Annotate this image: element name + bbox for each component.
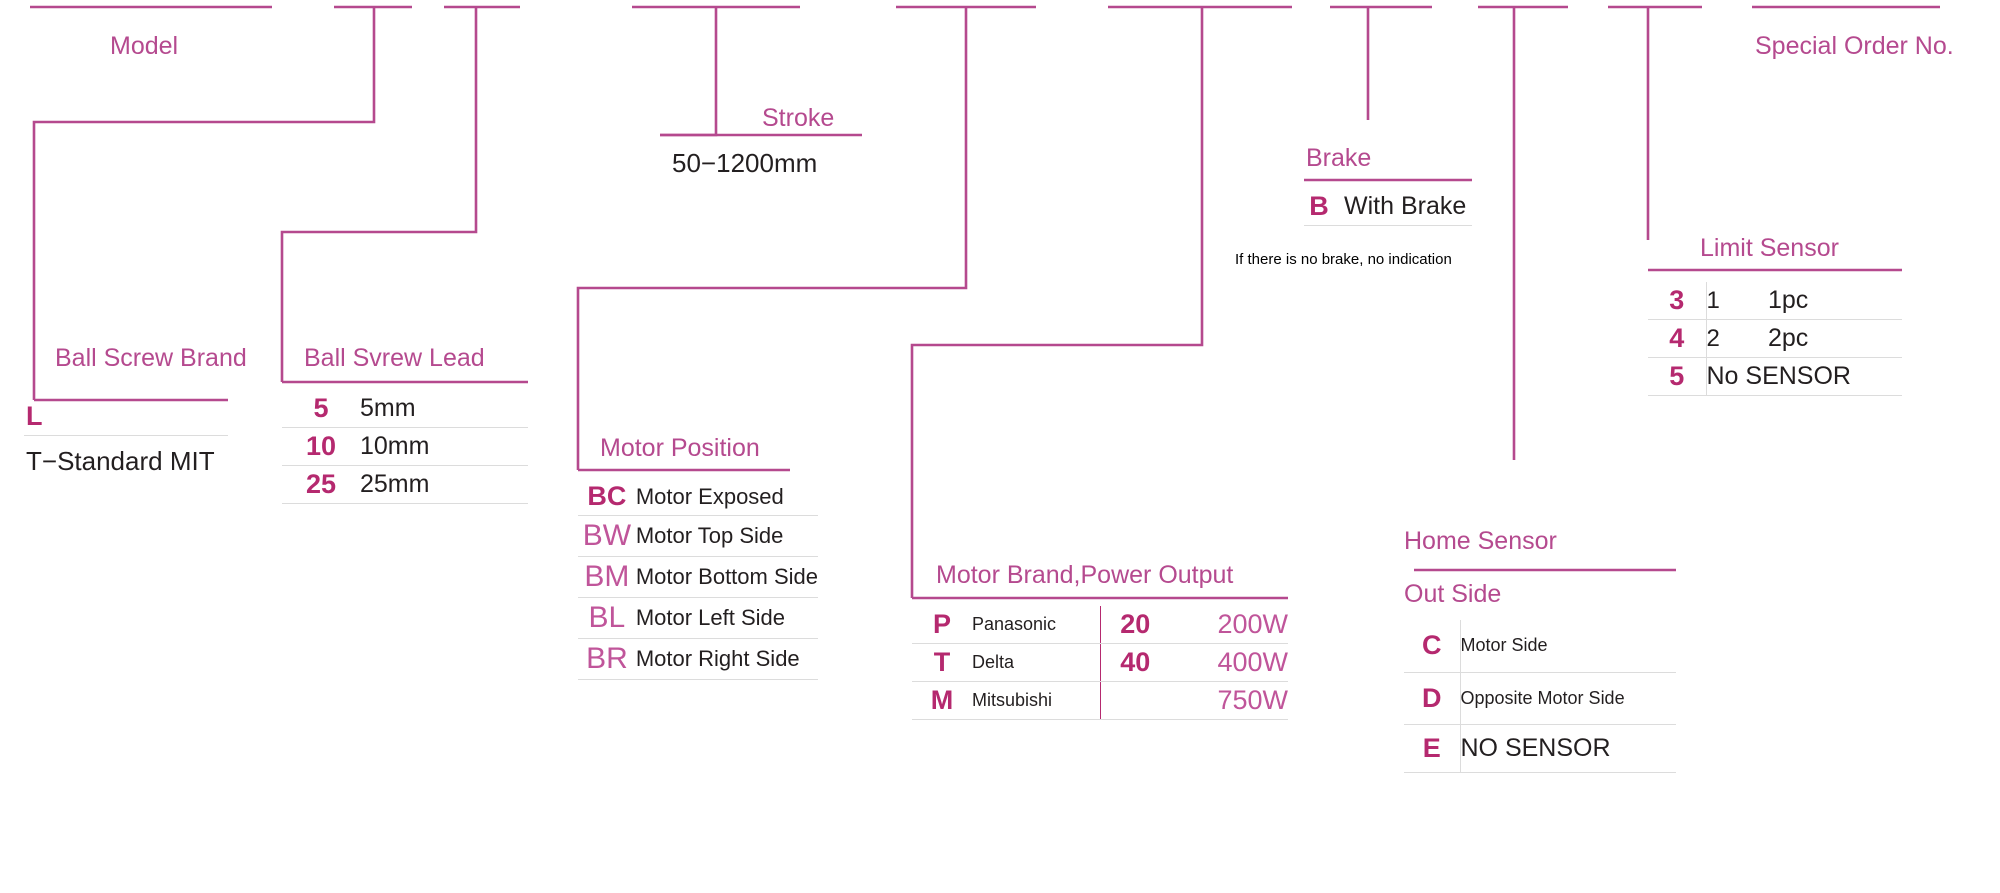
brand-code: M [912, 681, 972, 720]
option-code: BC [578, 478, 636, 516]
table-row[interactable]: BC Motor Exposed [578, 478, 818, 516]
option-code: B [1304, 188, 1334, 226]
brake-table: B With Brake [1304, 188, 1472, 226]
ball-screw-brand-value: T−Standard MIT [26, 446, 215, 476]
table-row[interactable]: 5 5mm [282, 390, 528, 428]
table-row[interactable]: BL Motor Left Side [578, 597, 818, 639]
stroke-value: 50−1200mm [672, 148, 818, 178]
label-ball-screw-brand: Ball Screw Brand [55, 344, 247, 372]
table-row[interactable]: T Delta 40 400W [912, 643, 1288, 682]
power-code [1099, 681, 1170, 720]
option-desc: 5mm [360, 390, 528, 428]
option-desc: 10mm [360, 427, 528, 466]
label-model: Model [110, 32, 179, 60]
limit-sensor-table: 3 1 1pc 4 2 2pc 5 No SENSOR [1648, 282, 1902, 396]
ball-screw-lead-rows: 5 5mm 10 10mm 25 25mm [282, 390, 528, 504]
brand-name: Mitsubishi [972, 681, 1100, 720]
table-row[interactable]: E NO SENSOR [1404, 724, 1676, 773]
option-desc: Motor Exposed [635, 478, 818, 516]
option-desc: 1pc [1768, 282, 1902, 320]
table-row[interactable]: L [24, 398, 228, 436]
option-code: 3 [1648, 282, 1706, 320]
ball-screw-lead-table: 5 5mm 10 10mm 25 25mm [282, 390, 528, 504]
label-home-sensor-out-side: Out Side [1404, 580, 1502, 608]
motor-brand-power-rows: P Panasonic 20 200W T Delta 40 400W M Mi… [912, 606, 1288, 720]
table-row[interactable]: 5 No SENSOR [1648, 357, 1902, 396]
option-code: 25 [282, 465, 360, 504]
option-desc: Motor Bottom Side [635, 556, 818, 598]
label-special-order-no: Special Order No. [1755, 32, 1954, 60]
label-motor-position: Motor Position [600, 434, 760, 462]
option-code: BM [578, 556, 636, 598]
option-code: BL [578, 597, 636, 639]
power-code: 20 [1099, 606, 1170, 644]
option-code: D [1404, 672, 1460, 725]
option-code: 5 [282, 390, 360, 428]
option-desc: NO SENSOR [1459, 724, 1676, 773]
table-row[interactable]: 10 10mm [282, 427, 528, 466]
table-row[interactable]: 3 1 1pc [1648, 282, 1902, 320]
label-limit-sensor: Limit Sensor [1700, 234, 1839, 262]
option-desc: 25mm [360, 465, 528, 504]
option-code: 10 [282, 427, 360, 466]
option-code: E [1404, 724, 1460, 773]
limit-sensor-rows: 3 1 1pc 4 2 2pc 5 No SENSOR [1648, 282, 1902, 396]
option-desc: No SENSOR [1705, 357, 1902, 396]
option-desc: Motor Side [1459, 620, 1676, 673]
option-code: 4 [1648, 319, 1706, 358]
option-code: BR [578, 638, 636, 680]
power-value: 200W [1170, 606, 1288, 644]
table-row[interactable]: M Mitsubishi 750W [912, 681, 1288, 720]
option-desc: Motor Left Side [635, 597, 818, 639]
table-row[interactable]: C Motor Side [1404, 620, 1676, 673]
label-ball-screw-lead: Ball Svrew Lead [304, 344, 485, 372]
brand-name: Delta [972, 643, 1100, 682]
power-code: 40 [1099, 643, 1170, 682]
table-row[interactable]: 4 2 2pc [1648, 319, 1902, 358]
table-row[interactable]: BW Motor Top Side [578, 515, 818, 557]
label-stroke: Stroke [762, 104, 835, 132]
option-desc: Motor Right Side [635, 638, 818, 680]
option-qty: 2 [1705, 319, 1768, 358]
brand-code: P [912, 606, 972, 644]
option-code: BW [578, 515, 636, 557]
option-desc: Opposite Motor Side [1459, 672, 1676, 725]
table-row[interactable]: BR Motor Right Side [578, 638, 818, 680]
option-desc: With Brake [1334, 188, 1472, 226]
table-row[interactable]: P Panasonic 20 200W [912, 606, 1288, 644]
power-value: 750W [1170, 681, 1288, 720]
motor-brand-power-table: P Panasonic 20 200W T Delta 40 400W M Mi… [912, 606, 1288, 720]
motor-position-rows: BC Motor Exposed BW Motor Top Side BM Mo… [578, 478, 818, 680]
label-motor-brand-power-output: Motor Brand,Power Output [936, 561, 1234, 589]
option-desc: Motor Top Side [635, 515, 818, 557]
label-brake: Brake [1306, 144, 1372, 172]
motor-position-table: BC Motor Exposed BW Motor Top Side BM Mo… [578, 478, 818, 680]
ball-screw-brand-table: L T−Standard MIT [24, 398, 228, 477]
power-value: 400W [1170, 643, 1288, 682]
home-sensor-table: C Motor Side D Opposite Motor Side E NO … [1404, 620, 1676, 773]
home-sensor-rows: C Motor Side D Opposite Motor Side E NO … [1404, 620, 1676, 773]
label-home-sensor: Home Sensor [1404, 527, 1557, 555]
option-qty: 1 [1705, 282, 1768, 320]
ball-screw-brand-code: L [24, 398, 228, 436]
option-code: 5 [1648, 357, 1706, 396]
brake-note: If there is no brake, no indication [1235, 251, 1452, 268]
table-row[interactable]: BM Motor Bottom Side [578, 556, 818, 598]
option-desc: 2pc [1768, 319, 1902, 358]
table-row[interactable]: 25 25mm [282, 465, 528, 504]
table-row[interactable]: D Opposite Motor Side [1404, 672, 1676, 725]
option-code: C [1404, 620, 1460, 673]
table-row[interactable]: B With Brake [1304, 188, 1472, 226]
brand-code: T [912, 643, 972, 682]
brand-name: Panasonic [972, 606, 1100, 644]
